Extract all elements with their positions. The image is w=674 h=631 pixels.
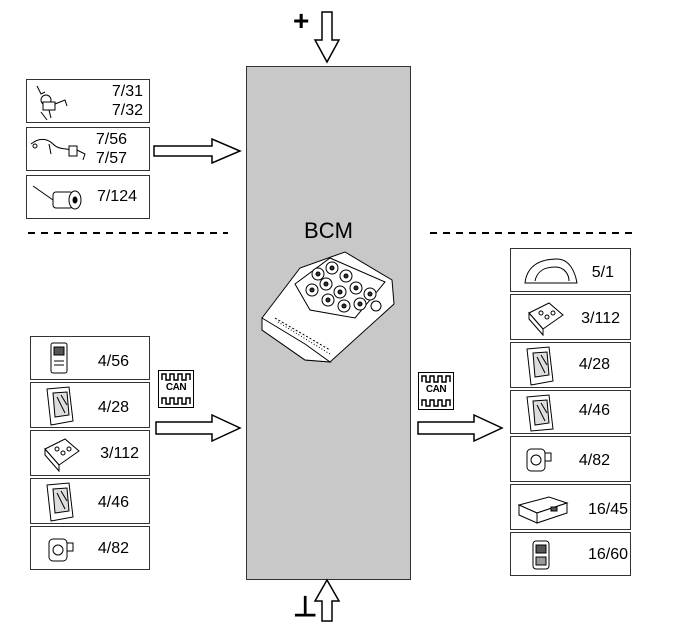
item-code: 7/32 <box>111 102 143 119</box>
item-code: 7/56 <box>95 131 127 148</box>
item-code: 7/31 <box>111 83 143 100</box>
item-code: 16/60 <box>587 546 628 563</box>
input-item: 7/124 <box>26 175 150 219</box>
input-item: 4/56 <box>30 336 150 380</box>
item-code: 4/82 <box>578 452 610 469</box>
ecu-connector-icon <box>46 482 74 522</box>
instrument-cluster-icon <box>524 258 578 284</box>
sensor-icon <box>526 448 552 472</box>
output-item: 4/46 <box>510 390 631 434</box>
can-badge-left: CAN <box>158 370 194 408</box>
item-code: 3/112 <box>100 445 139 462</box>
output-item: 3/112 <box>510 294 631 340</box>
ground-symbol: ⊥ <box>293 591 318 622</box>
control-unit-icon <box>44 438 80 473</box>
module-icon <box>50 342 68 374</box>
can-output-arrow <box>417 413 504 443</box>
can-badge-text: CAN <box>425 384 447 395</box>
output-item: 5/1 <box>510 248 631 292</box>
switch-module-icon <box>532 540 550 570</box>
item-code: 4/28 <box>97 399 129 416</box>
item-code: 4/56 <box>97 353 129 370</box>
item-code: 3/112 <box>581 310 620 327</box>
input-item: 3/112 <box>30 430 150 476</box>
input-item: 7/56 7/57 <box>26 127 150 171</box>
input-item: 4/82 <box>30 526 150 570</box>
ecu-connector-icon <box>526 346 554 386</box>
item-code: 4/46 <box>578 402 610 419</box>
input-item: 7/31 7/32 <box>26 79 150 123</box>
output-item: 16/60 <box>510 532 631 576</box>
output-item: 4/28 <box>510 342 631 388</box>
input-item: 4/28 <box>30 382 150 428</box>
output-item: 4/82 <box>510 436 631 482</box>
item-code: 4/28 <box>578 356 610 373</box>
ecu-connector-icon <box>526 394 554 432</box>
input-arrow-top <box>153 137 242 165</box>
washer-pump-wiring-icon <box>30 138 86 161</box>
can-input-arrow <box>155 413 242 443</box>
input-item: 4/46 <box>30 478 150 524</box>
wiper-motor-icon <box>36 85 68 121</box>
item-code: 5/1 <box>591 264 614 281</box>
item-code: 7/124 <box>96 188 137 205</box>
can-badge-right: CAN <box>418 372 454 410</box>
item-code: 7/57 <box>95 150 127 167</box>
ecu-connector-icon <box>46 386 74 426</box>
can-badge-text: CAN <box>165 382 187 393</box>
ground-arrow <box>313 578 341 622</box>
bcm-label: BCM <box>304 218 353 243</box>
sensor-icon <box>48 538 74 562</box>
item-code: 4/46 <box>97 494 129 511</box>
item-code: 16/45 <box>587 501 628 518</box>
output-item: 16/45 <box>510 484 631 530</box>
plus-symbol: + <box>293 5 310 36</box>
control-box-icon <box>517 496 569 524</box>
power-in-arrow <box>313 11 341 64</box>
item-code: 4/82 <box>97 540 129 557</box>
control-unit-icon <box>528 302 564 337</box>
motor-icon <box>32 185 82 210</box>
